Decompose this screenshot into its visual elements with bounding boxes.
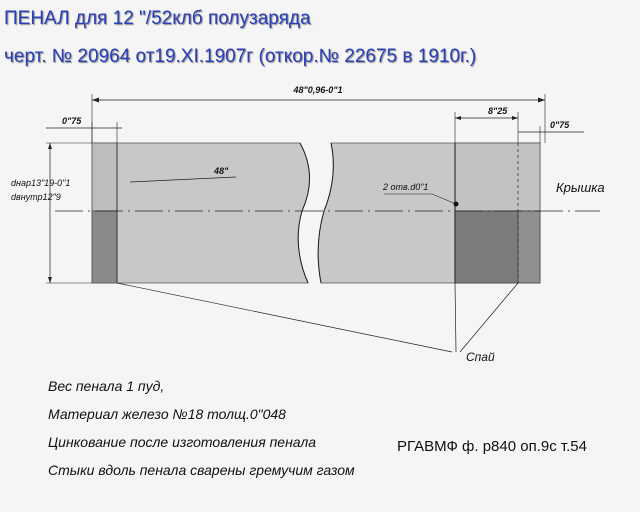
dim-left-bottom: 0"75 — [62, 116, 82, 126]
cap-upper — [454, 142, 541, 212]
dim-overall-length: 48"0,96-0"1 — [292, 85, 342, 95]
tube-left-section — [91, 142, 310, 284]
left-bottom-part-dark — [91, 210, 118, 284]
dim-cap-length: 8"25 — [488, 106, 508, 116]
dim-inner-length: 48" — [213, 166, 229, 176]
note-material: Материал железо №18 толщ.0"048 — [48, 406, 286, 422]
label-cap: Крышка — [556, 180, 605, 195]
left-bottom-part-light — [91, 142, 118, 212]
dim-inner-diameter: dвнутр12"9 — [11, 192, 61, 202]
archive-reference: РГАВМФ ф. р840 оп.9с т.54 — [397, 438, 587, 455]
title-line-2: черт. № 20964 от19.XI.1907г (откор.№ 226… — [4, 46, 477, 67]
break-line-right — [317, 142, 334, 284]
dim-outer-diameter: dнар13"19-0"1 — [11, 178, 70, 188]
dim-holes: 2 отв.d0"1 — [382, 182, 428, 192]
label-seam: Спай — [466, 350, 495, 364]
dim-right-bottom: 0"75 — [550, 120, 570, 130]
hole-marker — [453, 201, 459, 207]
title-line-1: ПЕНАЛ для 12 "/52клб полузаряда — [4, 8, 311, 29]
cap-lower — [454, 210, 519, 284]
note-welding: Стыки вдоль пенала сварены гремучим газо… — [48, 462, 355, 478]
note-galvanizing: Цинкование после изготовления пенала — [48, 434, 317, 450]
note-weight: Вес пенала 1 пуд, — [48, 378, 165, 394]
cap-end-lower — [517, 210, 541, 284]
